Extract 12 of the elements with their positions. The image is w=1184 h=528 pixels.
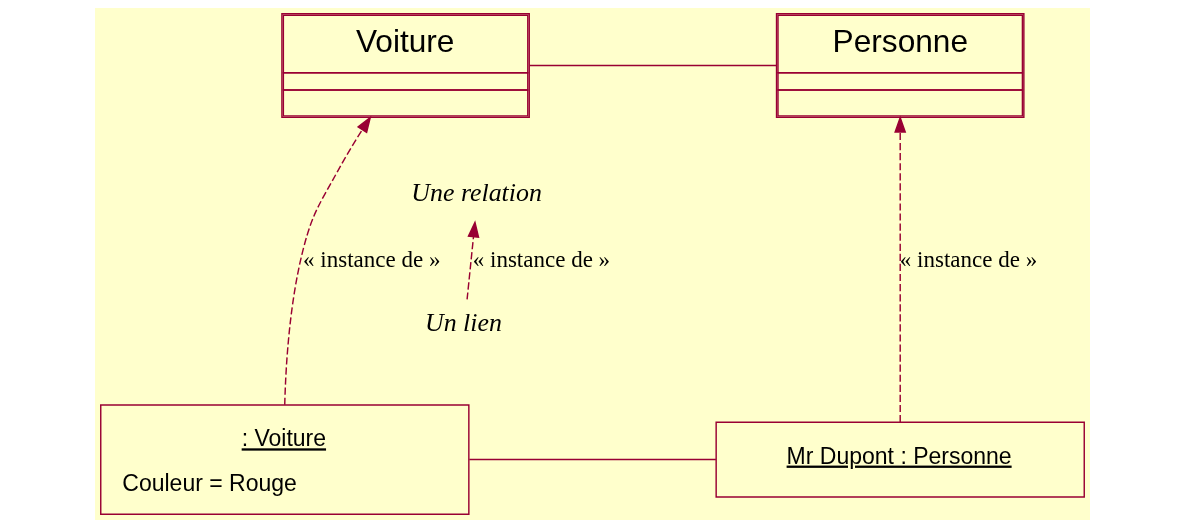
edge-label: « instance de »: [302, 246, 440, 272]
node-box: Mr Dupont : Personne: [714, 421, 1085, 498]
edge-label: « instance de »: [899, 246, 1037, 272]
connector: [528, 64, 777, 67]
arrow: [283, 115, 371, 406]
arrow: [465, 220, 479, 301]
arrow: [893, 115, 906, 423]
node-box: : Voiture Couleur = Rouge: [99, 404, 470, 515]
connector: [468, 458, 717, 461]
node-text: Un lien: [424, 307, 502, 337]
node-text: Une relation: [410, 178, 542, 208]
edge-label: « instance de »: [472, 246, 610, 272]
